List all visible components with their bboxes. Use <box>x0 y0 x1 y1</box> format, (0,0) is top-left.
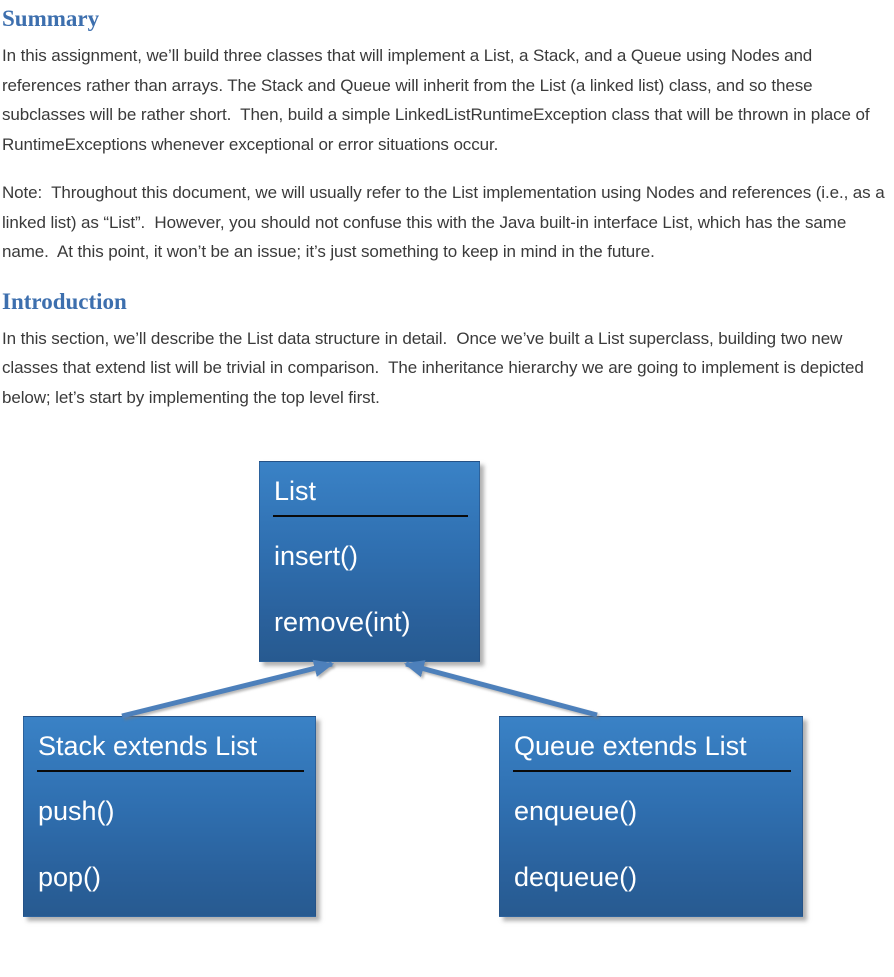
introduction-paragraph: In this section, we’ll describe the List… <box>2 328 869 407</box>
class-method: push() <box>38 796 115 826</box>
class-method: remove(int) <box>274 607 411 637</box>
class-title-divider <box>37 770 304 772</box>
class-box-list: List insert() remove(int) <box>259 461 480 662</box>
class-method: enqueue() <box>514 796 638 826</box>
summary-paragraph-1: In this assignment, we’ll build three cl… <box>2 46 875 154</box>
inheritance-arrow-stack-to-list <box>121 659 335 719</box>
section-heading-summary: Summary <box>2 6 100 31</box>
class-title-divider <box>273 515 468 517</box>
class-method: dequeue() <box>514 862 638 892</box>
class-method: pop() <box>38 862 102 892</box>
section-heading-introduction: Introduction <box>2 288 127 314</box>
class-title: Queue extends List <box>514 731 747 761</box>
class-title: List <box>274 476 317 506</box>
summary-note-paragraph: Note: Throughout this document, we will … <box>2 183 890 261</box>
class-box-stack: Stack extends List push() pop() <box>23 716 316 917</box>
class-method: insert() <box>274 541 359 571</box>
class-title-divider <box>513 770 791 772</box>
inheritance-arrow-queue-to-list <box>403 660 598 718</box>
class-box-queue: Queue extends List enqueue() dequeue() <box>499 716 803 917</box>
class-title: Stack extends List <box>38 731 258 761</box>
